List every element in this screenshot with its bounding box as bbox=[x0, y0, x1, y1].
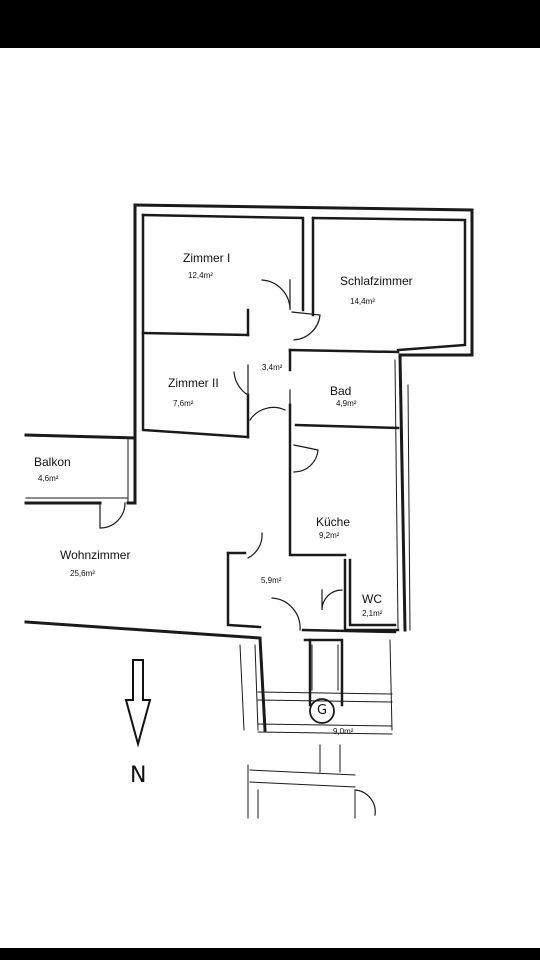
room-wohnzimmer-area: 25,6m² bbox=[70, 569, 95, 578]
room-treppe-area: 9,0m² bbox=[333, 727, 354, 736]
north-arrow bbox=[124, 659, 152, 748]
room-wohnzimmer-name: Wohnzimmer bbox=[60, 548, 131, 562]
room-kueche-area: 9,2m² bbox=[319, 531, 340, 540]
room-balkon-name: Balkon bbox=[34, 455, 71, 469]
room-schlafzimmer-name: Schlafzimmer bbox=[340, 274, 413, 288]
room-bad-area: 4,9m² bbox=[336, 399, 357, 408]
room-wc-area: 2,1m² bbox=[362, 609, 383, 618]
room-kueche-name: Küche bbox=[316, 515, 351, 529]
outer-walls bbox=[24, 203, 474, 732]
room-schlafzimmer-area: 14,4m² bbox=[350, 297, 375, 306]
top-black-bar bbox=[0, 0, 540, 48]
bottom-black-bar bbox=[0, 948, 540, 960]
room-zimmer1-area: 12,4m² bbox=[188, 271, 213, 280]
room-bad-name: Bad bbox=[330, 384, 352, 398]
wall-thickness-lines bbox=[25, 359, 411, 731]
room-diele-area: 5,9m² bbox=[261, 576, 282, 585]
door-swings bbox=[99, 279, 376, 816]
stair-marker-circle bbox=[309, 698, 335, 724]
interior-walls bbox=[141, 213, 467, 707]
room-zimmer2-name: Zimmer II bbox=[168, 376, 219, 390]
room-flur-area: 3,4m² bbox=[262, 363, 283, 372]
stair-lines bbox=[247, 644, 393, 819]
room-balkon-area: 4,6m² bbox=[38, 474, 59, 483]
room-zimmer1-name: Zimmer I bbox=[183, 251, 231, 265]
room-zimmer2-area: 7,6m² bbox=[173, 399, 194, 408]
north-label: N bbox=[130, 763, 147, 788]
room-wc-name: WC bbox=[362, 592, 382, 606]
stair-marker-label: G bbox=[317, 703, 328, 718]
